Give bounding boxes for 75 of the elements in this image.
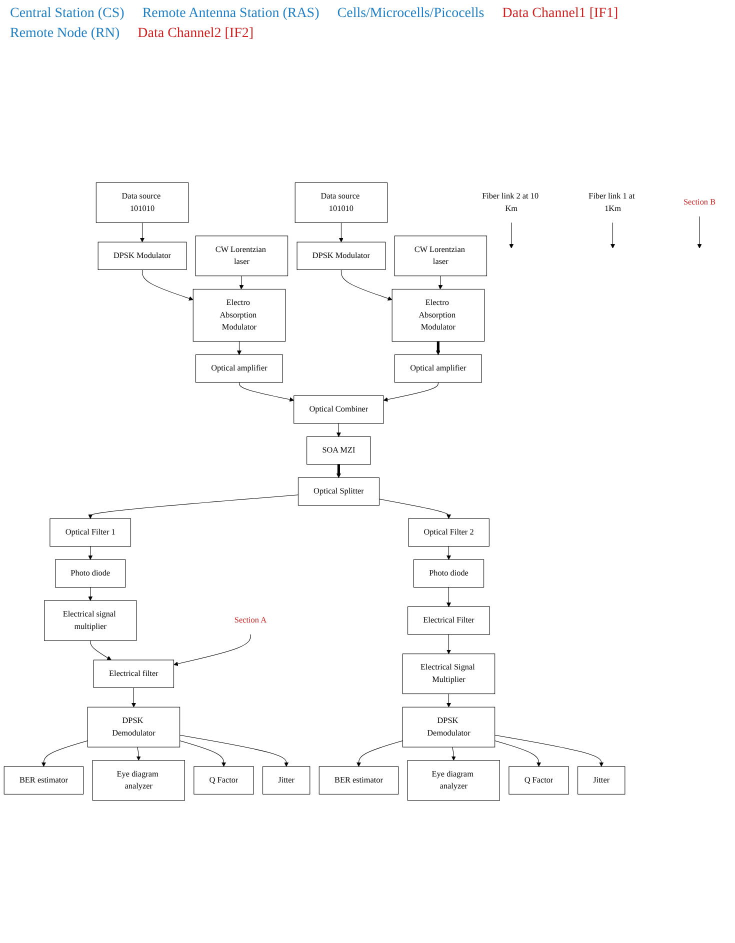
arrow (451, 746, 456, 761)
node-box: BER estimator (318, 766, 399, 794)
node-box: Photo diode (55, 559, 126, 588)
arrow (238, 382, 294, 402)
arrow (140, 222, 144, 242)
arrow (142, 269, 194, 301)
station-label: Central Station (CS) (10, 6, 124, 22)
node-box: Jitter (262, 766, 310, 794)
node-box: Optical Splitter (298, 477, 380, 506)
arrow (336, 464, 341, 478)
node-box: Electro Absorption Modulator (192, 288, 286, 342)
node-box: Optical Filter 1 (50, 518, 132, 547)
node-text: Fiber link 1 at 1Km (588, 192, 635, 213)
station-label: Data Channel2 [IF2] (138, 26, 254, 42)
arrow (41, 740, 88, 767)
arrow (509, 222, 514, 248)
node-box: SOA MZI (306, 436, 371, 465)
arrow (494, 734, 604, 767)
node-box: Photo diode (413, 559, 484, 588)
node-box: Electrical Signal Multiplier (402, 654, 496, 694)
node-box: Jitter (578, 766, 626, 794)
node-box: Optical amplifier (394, 354, 482, 383)
node-box: DPSK Demodulator (87, 706, 180, 748)
station-label: Remote Node (RN) (10, 26, 120, 42)
arrow (174, 634, 251, 666)
station-label: Cells/Microcells/Picocells (337, 6, 484, 22)
node-box: Data source 101010 (96, 182, 189, 223)
node-box: DPSK Modulator (296, 242, 386, 270)
arrow (383, 382, 438, 402)
node-box: BER estimator (4, 766, 84, 794)
node-text: Section A (234, 616, 266, 625)
arrow (136, 746, 141, 761)
node-box: Q Factor (194, 766, 254, 794)
station-label: Remote Antenna Station (RAS) (142, 6, 320, 22)
arrow (378, 498, 451, 519)
station-label: Data Channel1 [IF1] (502, 6, 618, 22)
arrow (494, 740, 542, 767)
node-box: Electro Absorption Modulator (392, 288, 485, 342)
arrow (446, 546, 451, 560)
node-text: Section B (683, 198, 716, 207)
node-text: Fiber link 2 at 10 Km (482, 192, 539, 213)
arrow (446, 694, 451, 708)
arrow (438, 276, 443, 290)
arrow (180, 734, 289, 767)
node-box: CW Lorentzian laser (195, 236, 288, 276)
node-box: Q Factor (508, 766, 569, 794)
arrow (338, 222, 344, 242)
arrow (239, 276, 244, 290)
node-box: Optical amplifier (196, 354, 283, 383)
arrow (236, 341, 242, 355)
arrow (131, 687, 136, 708)
arrow (446, 587, 451, 607)
arrow (336, 423, 341, 437)
arrow (180, 740, 226, 767)
node-box: CW Lorentzian laser (394, 236, 488, 276)
arrow (356, 740, 403, 767)
arrow (88, 587, 93, 601)
arrow (340, 269, 392, 301)
node-box: Eye diagram analyzer (407, 760, 500, 801)
node-box: Electrical filter (93, 660, 174, 688)
arrow (436, 341, 440, 355)
node-box: Optical Filter 2 (408, 518, 490, 547)
node-box: Electrical Filter (408, 606, 490, 635)
node-box: Eye diagram analyzer (92, 760, 185, 801)
arrow (88, 494, 298, 519)
node-box: Data source 101010 (294, 182, 388, 223)
arrow (446, 634, 451, 654)
arrow (88, 546, 93, 560)
node-box: Optical Combiner (294, 395, 384, 424)
arrow (697, 216, 702, 248)
arrow (90, 640, 112, 660)
arrow (610, 222, 616, 248)
node-box: Electrical signal multiplier (44, 600, 137, 641)
node-box: DPSK Demodulator (402, 706, 496, 748)
node-box: DPSK Modulator (98, 242, 187, 270)
